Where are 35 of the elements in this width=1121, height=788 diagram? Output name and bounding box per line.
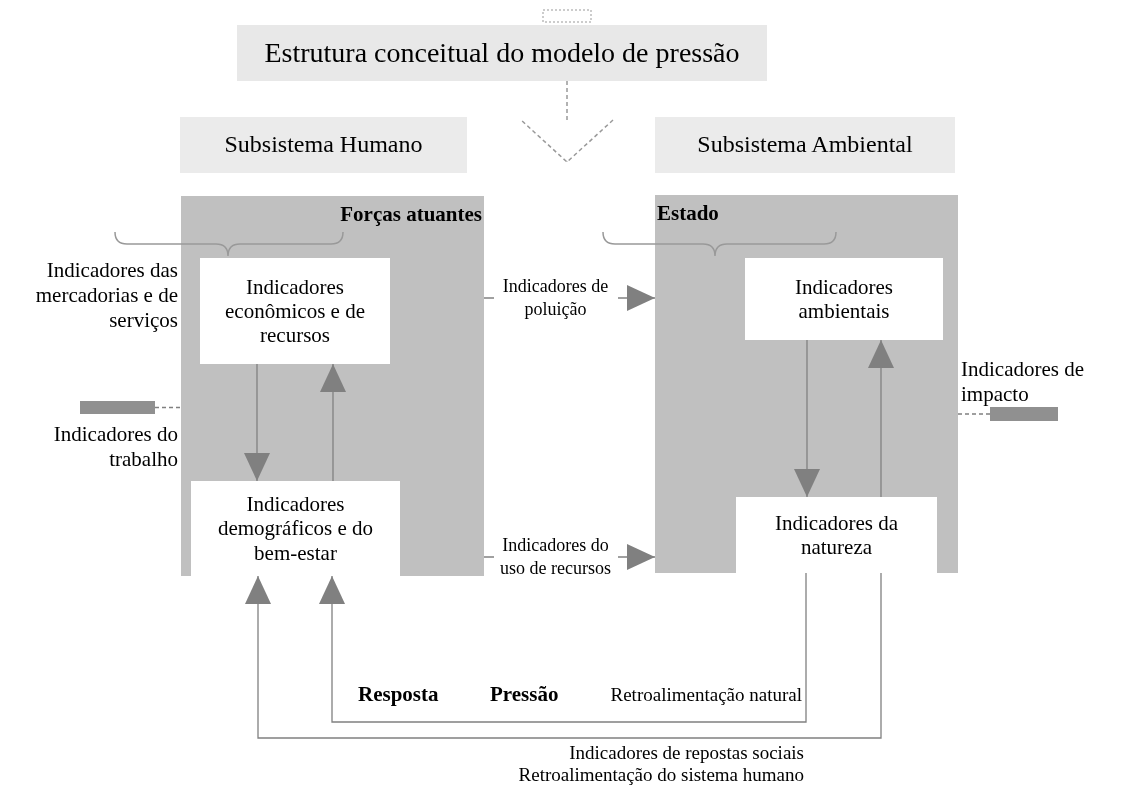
side-label: Indicadores do trabalho [52,422,178,473]
arrow [320,363,346,482]
node-text: Indicadores demográficos e do bem-estar [216,492,375,565]
dashed-connector [154,406,182,409]
dashed-connector [957,413,991,415]
indicator-box [745,258,943,340]
arrow [868,339,894,498]
panel-heading: Forças atuantes [339,202,482,227]
stage-label: Pressão [490,682,560,708]
feedback-label: Indicadores de repostas sociais [568,742,804,765]
side-label: Indicadores de impacto [961,357,1086,408]
stage-label: Resposta [358,682,440,708]
feedback-label: Retroalimentação natural [609,684,802,707]
arrow [244,363,270,482]
indicator-bar [990,407,1058,421]
driving-forces-panel [181,196,484,576]
node-text: Indicadores econômicos e de recursos [224,274,366,348]
node-text: Subsistema Ambiental [696,131,914,159]
node-text: Indicadores da natureza [774,510,899,560]
panel-heading: Estado [657,201,720,226]
side-label: Indicadores das mercadorias e de serviços [34,258,178,334]
node-text: Indicadores ambientais [794,274,894,324]
node-text: Subsistema Humano [223,131,424,159]
feedback-label: Retroalimentação do sistema humano [517,764,804,787]
arrow [794,339,820,498]
arrow [319,572,807,723]
arrow [245,572,882,739]
indicator-box [736,497,937,573]
title-box [237,25,767,81]
state-panel [655,195,958,573]
indicator-bar [80,401,155,414]
indicator-box [191,481,400,576]
node-text: Estrutura conceitual do modelo de pressão [263,36,741,70]
indicator-box [200,258,390,364]
block-arrow [520,80,614,163]
